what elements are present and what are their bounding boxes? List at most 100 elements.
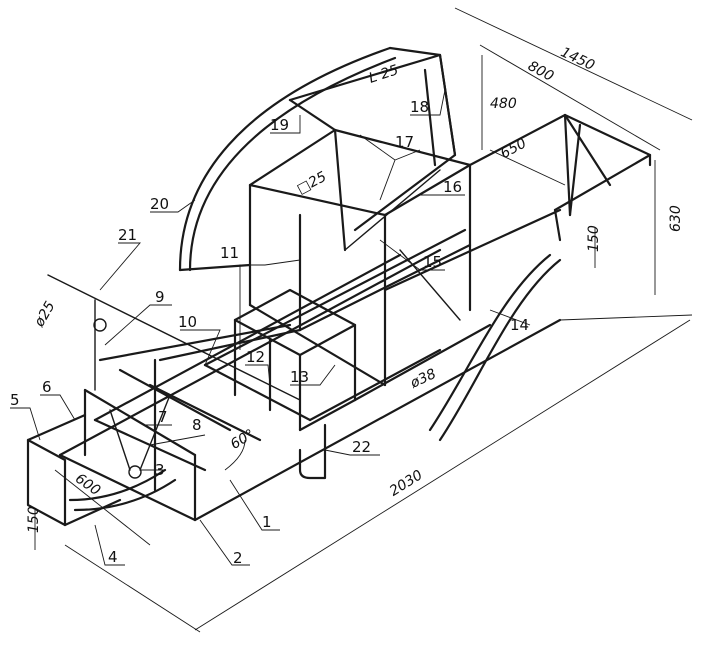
label-2: 2: [233, 549, 243, 567]
label-1: 1: [262, 513, 272, 531]
front-arc: [68, 468, 167, 502]
dim-150-front: 150: [26, 506, 42, 533]
rear-cage: [468, 113, 652, 212]
leader-2: [199, 519, 250, 566]
leader-20: [150, 199, 196, 213]
dim-60-arc: [224, 439, 246, 471]
leader-21: [99, 242, 141, 291]
dim-2030-ext-b: [559, 314, 693, 321]
cross-rail-a: [308, 348, 442, 422]
label-12: 12: [246, 348, 265, 366]
dim-650-line: [489, 149, 566, 186]
dim-600-line: [54, 469, 151, 546]
arm-left: [109, 409, 131, 471]
leader-lines: [10, 89, 531, 566]
seat-base: [233, 288, 357, 357]
leader-17: [359, 134, 421, 201]
front-upper-rail-2: [118, 368, 232, 432]
dim-1450-line: [454, 7, 693, 121]
roll-arc-inner: [188, 56, 397, 272]
dim-150-rear: 150: [586, 225, 602, 252]
leader-14: [489, 309, 531, 326]
label-5: 5: [10, 391, 20, 409]
rear-post-right: [563, 113, 572, 217]
cross-rail-c: [298, 243, 472, 332]
leader-5: [10, 407, 41, 441]
leader-19: [270, 115, 301, 134]
leader-18: [410, 89, 446, 116]
seat-diag: [298, 398, 357, 432]
label-4: 4: [108, 548, 118, 566]
label-6: 6: [42, 378, 52, 396]
label-11: 11: [220, 244, 239, 262]
bumper-top: [26, 413, 87, 442]
leader-12: [245, 364, 271, 386]
rear-arc: [438, 258, 562, 442]
dim-dia-25: ø25: [31, 299, 59, 331]
roof-link: [388, 46, 442, 57]
dim-angle-25: L 25: [367, 62, 401, 87]
rear-box-low-2: [383, 208, 562, 292]
seat-back-post: [438, 53, 457, 157]
leader-6: [40, 394, 76, 421]
front-cross-4: [203, 363, 312, 422]
dim-600: 600: [72, 471, 103, 499]
frame-structure: [26, 46, 652, 527]
label-16: 16: [443, 178, 462, 196]
arm-right: [139, 394, 171, 471]
hub: [128, 465, 142, 479]
label-8: 8: [192, 416, 202, 434]
main-rail-left: [58, 248, 442, 457]
roll-arc-base: [178, 263, 252, 272]
cross-rail-b: [353, 323, 492, 402]
rear-low-rail: [553, 208, 562, 242]
leader-8: [149, 434, 206, 446]
label-7: 7: [158, 408, 168, 426]
dim-2030-ext-a: [64, 544, 201, 633]
diag-15: [399, 249, 461, 321]
leader-1: [229, 479, 280, 531]
dim-800-line: [479, 44, 661, 151]
label-15: 15: [423, 253, 442, 271]
brace-10: [158, 328, 302, 362]
dim-630: 630: [668, 205, 684, 232]
dim-square-25: □25: [294, 169, 329, 198]
dimension-lines: [34, 7, 693, 633]
leader-10: [180, 329, 221, 366]
dim-2030-line: [194, 319, 691, 631]
label-18: 18: [410, 98, 429, 116]
seat-back-diag: [344, 169, 441, 251]
label-14: 14: [510, 316, 529, 334]
front-cross-1: [58, 453, 197, 522]
leader-4: [94, 524, 125, 566]
label-22: 22: [352, 438, 371, 456]
roll-arc: [178, 46, 392, 272]
main-rail-right: [193, 318, 562, 522]
label-10: 10: [178, 313, 197, 331]
dim-2030: 2030: [387, 467, 426, 499]
label-13: 13: [290, 368, 309, 386]
dim-angle-60: 60°: [228, 427, 258, 453]
leader-9: [104, 304, 172, 346]
leader-13: [290, 364, 336, 386]
front-cross-3: [148, 383, 262, 442]
dimension-text: 2030 1450 800 630 480 650 150 150 600 60…: [26, 44, 684, 533]
leader-15: [379, 239, 445, 271]
steering-bearing: [93, 318, 107, 332]
rear-box-post-4: [333, 128, 347, 252]
dim-1450: 1450: [558, 44, 597, 74]
label-20: 20: [150, 195, 169, 213]
rail-mid-right: [203, 228, 467, 367]
bumper-bottom: [63, 498, 122, 527]
leader-22: [324, 449, 380, 456]
rear-diag-1: [563, 113, 612, 187]
rear-diag-2: [568, 123, 582, 217]
seat-back-inner: [423, 68, 437, 167]
rear-box-low: [248, 303, 387, 387]
dim-650: 650: [498, 135, 529, 162]
brace-9: [98, 323, 292, 362]
leader-11: [239, 259, 301, 350]
rail-mid-left: [93, 253, 402, 422]
label-21: 21: [118, 226, 137, 244]
